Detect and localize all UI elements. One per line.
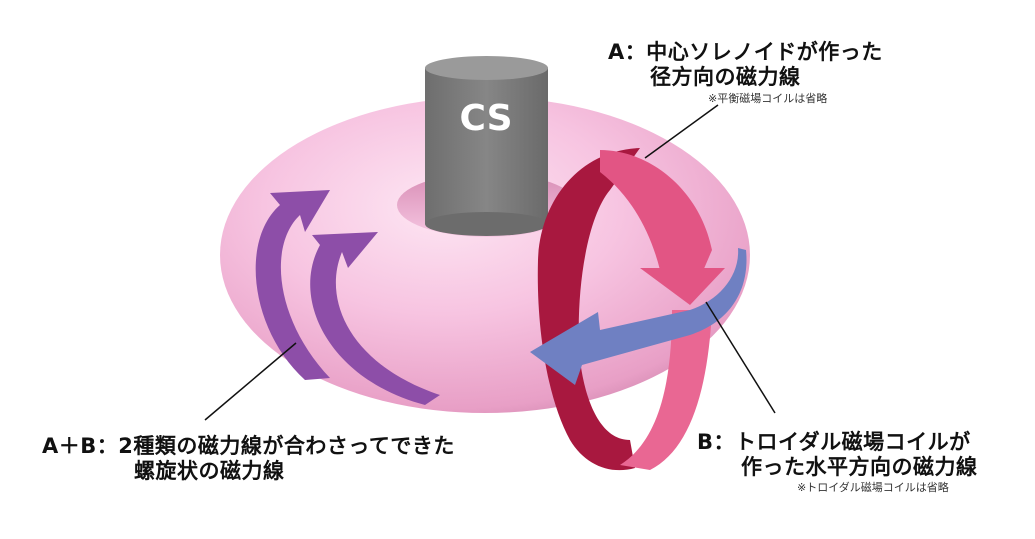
arrow-b — [530, 248, 747, 385]
leader-line-ab — [204, 342, 297, 421]
label-ab-line2: 螺旋状の磁力線 — [134, 459, 285, 484]
leader-line-a — [644, 104, 719, 159]
label-ab: A＋B：2種類の磁力線が合わさってできた 螺旋状の磁力線 — [42, 434, 455, 484]
label-b-note: ※トロイダル磁場コイルは省略 — [797, 481, 949, 495]
label-a-line1: A：中心ソレノイドが作った — [608, 40, 883, 64]
label-b-line2: 作った水平方向の磁力線 — [741, 455, 978, 480]
arrow-a-ring — [537, 148, 725, 471]
label-ab-line1: A＋B：2種類の磁力線が合わさってできた — [42, 434, 455, 458]
label-b: B：トロイダル磁場コイルが 作った水平方向の磁力線 ※トロイダル磁場コイルは省略 — [697, 430, 978, 495]
label-a-line2: 径方向の磁力線 — [650, 65, 801, 90]
label-a-note: ※平衡磁場コイルは省略 — [708, 92, 828, 106]
central-solenoid: CS — [425, 56, 548, 236]
arrow-ab — [255, 190, 440, 405]
label-b-line1: B：トロイダル磁場コイルが — [697, 430, 971, 454]
leader-line-b — [705, 301, 776, 414]
cs-label: CS — [459, 98, 512, 139]
label-a: A：中心ソレノイドが作った 径方向の磁力線 ※平衡磁場コイルは省略 — [608, 40, 883, 106]
